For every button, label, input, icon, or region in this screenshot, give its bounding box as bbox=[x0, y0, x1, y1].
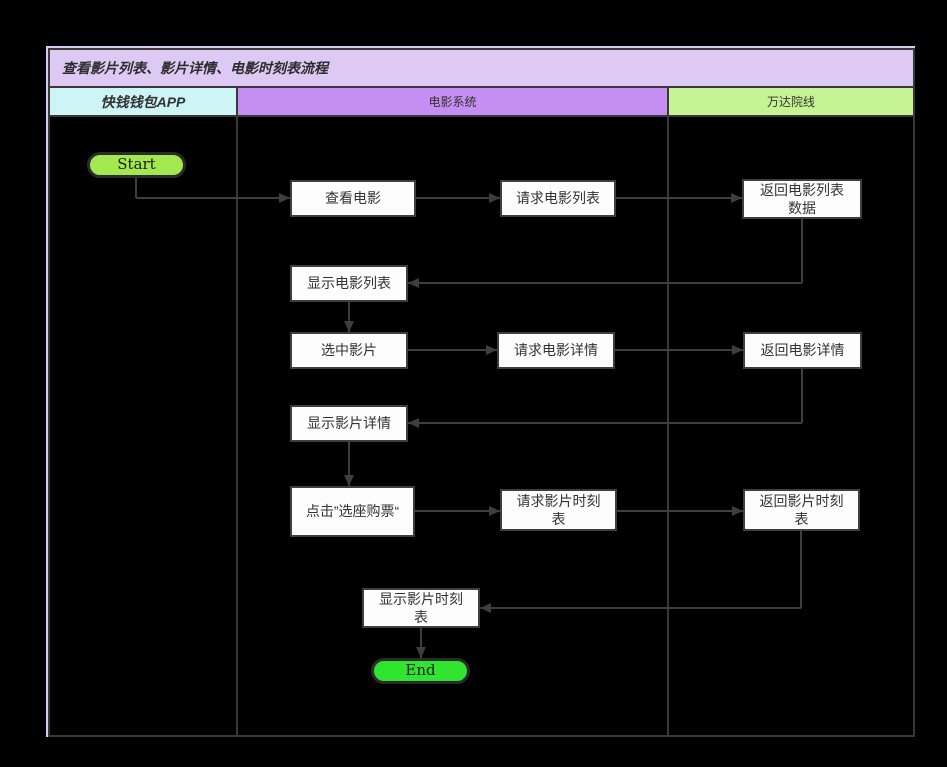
node-end[interactable]: End bbox=[371, 658, 470, 684]
edge-select-movie-to-request-movie-detail bbox=[408, 349, 497, 351]
node-return-movie-list[interactable]: 返回电影列表数据 bbox=[742, 179, 862, 219]
edge-show-movie-detail-to-click-seat-buy bbox=[348, 442, 350, 486]
edge-show-schedule-to-end bbox=[420, 628, 422, 658]
node-start[interactable]: Start bbox=[87, 152, 186, 178]
node-show-schedule[interactable]: 显示影片时刻表 bbox=[362, 588, 480, 628]
arrowhead-left-icon bbox=[408, 418, 419, 428]
edge-click-seat-buy-to-request-schedule bbox=[415, 510, 500, 512]
edge-start-to-view-movie bbox=[136, 197, 290, 199]
arrowhead-right-icon bbox=[732, 506, 743, 516]
arrowhead-right-icon bbox=[279, 193, 290, 203]
lane-header-movie-system: 电影系统 bbox=[238, 88, 669, 115]
node-request-movie-detail[interactable]: 请求电影详情 bbox=[497, 332, 615, 369]
edge-request-schedule-to-return-schedule bbox=[617, 510, 743, 512]
edge-show-movie-list-to-select-movie bbox=[348, 302, 350, 332]
arrowhead-right-icon bbox=[731, 193, 742, 203]
edge-return-movie-list-to-show-movie-list bbox=[801, 219, 803, 283]
lane-divider bbox=[236, 117, 238, 735]
node-select-movie[interactable]: 选中影片 bbox=[290, 332, 408, 369]
arrowhead-down-icon bbox=[344, 321, 354, 332]
edge-request-movie-detail-to-return-movie-detail bbox=[615, 349, 743, 351]
node-request-schedule[interactable]: 请求影片时刻表 bbox=[500, 489, 617, 531]
edge-return-schedule-to-show-schedule bbox=[800, 531, 802, 608]
arrowhead-right-icon bbox=[489, 193, 500, 203]
arrowhead-right-icon bbox=[486, 345, 497, 355]
arrowhead-down-icon bbox=[416, 647, 426, 658]
node-view-movie[interactable]: 查看电影 bbox=[290, 180, 416, 217]
arrowhead-left-icon bbox=[480, 603, 491, 613]
lane-divider bbox=[667, 117, 669, 735]
node-click-seat-buy[interactable]: 点击”选座购票“ bbox=[290, 486, 415, 537]
node-request-movie-list[interactable]: 请求电影列表 bbox=[500, 180, 616, 217]
node-show-movie-detail[interactable]: 显示影片详情 bbox=[290, 405, 408, 442]
lane-header-wanda: 万达院线 bbox=[669, 88, 913, 115]
edge-view-movie-to-request-movie-list bbox=[416, 197, 500, 199]
flowchart-pool: 查看影片列表、影片详情、电影时刻表流程 快钱钱包APP 电影系统 万达院线 St… bbox=[48, 48, 915, 737]
node-return-schedule[interactable]: 返回影片时刻表 bbox=[743, 489, 860, 531]
node-show-movie-list[interactable]: 显示电影列表 bbox=[290, 265, 408, 302]
arrowhead-right-icon bbox=[489, 506, 500, 516]
pool-title: 查看影片列表、影片详情、电影时刻表流程 bbox=[50, 50, 913, 88]
edge-return-movie-list-to-show-movie-list bbox=[408, 282, 802, 284]
arrowhead-right-icon bbox=[732, 345, 743, 355]
edge-request-movie-list-to-return-movie-list bbox=[616, 197, 742, 199]
lane-header-app: 快钱钱包APP bbox=[50, 88, 238, 115]
node-return-movie-detail[interactable]: 返回电影详情 bbox=[743, 332, 862, 369]
lane-header-row: 快钱钱包APP 电影系统 万达院线 bbox=[50, 88, 913, 117]
arrowhead-down-icon bbox=[344, 475, 354, 486]
arrowhead-left-icon bbox=[408, 278, 419, 288]
edge-return-movie-detail-to-show-movie-detail bbox=[408, 422, 802, 424]
edge-return-schedule-to-show-schedule bbox=[480, 607, 801, 609]
edge-return-movie-detail-to-show-movie-detail bbox=[801, 369, 803, 423]
edge-start-to-view-movie bbox=[135, 178, 137, 198]
